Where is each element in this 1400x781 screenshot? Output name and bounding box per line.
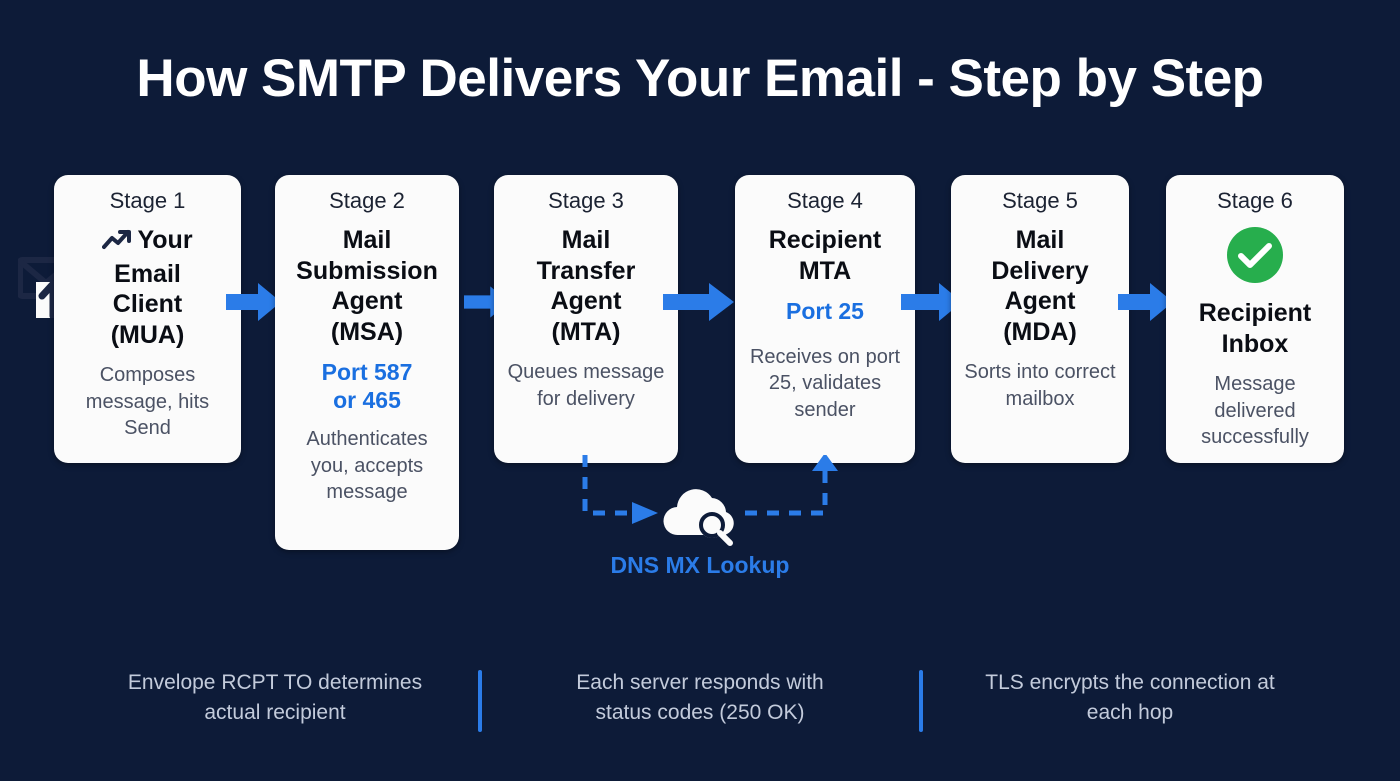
stage-label: Stage 2 (329, 188, 405, 213)
stage-label: Stage 5 (1002, 188, 1078, 213)
stage-card-5[interactable]: Stage 5 Mail Delivery Agent (MDA) Sorts … (951, 175, 1129, 463)
stage-description: Authenticates you, accepts message (306, 428, 428, 504)
stage-title-l1: Your (137, 226, 193, 255)
right-arrow-icon (1118, 282, 1174, 327)
trending-up-icon (102, 228, 132, 259)
stage-title-l4: (MUA) (110, 320, 185, 349)
stage-port-badge: Port 587 or 465 (321, 359, 413, 413)
right-arrow-icon (901, 282, 963, 327)
stage-description: Sorts into correct mailbox (964, 361, 1116, 410)
stage-title-l1: Recipient (1198, 299, 1312, 328)
footer-divider-2 (919, 670, 923, 732)
stage-description: Message delivered successfully (1201, 373, 1309, 448)
stage-title-l2: Delivery (991, 256, 1089, 285)
stage-title-l4: (MSA) (330, 317, 404, 346)
footer-note-2: Each server responds with status codes (… (576, 671, 824, 725)
stage-port-badge: Port 25 (786, 298, 864, 325)
stage-title: Mail Submission Agent (MSA) (296, 225, 438, 347)
cloud-search-icon (660, 485, 742, 552)
stage-title-l1: Mail (561, 226, 611, 255)
footer-note-3: TLS encrypts the connection at each hop (985, 671, 1275, 725)
dns-branch-label: DNS MX Lookup (610, 552, 790, 578)
stage-title-l3: Agent (331, 287, 403, 316)
footer-note-1: Envelope RCPT TO determines actual recip… (127, 671, 423, 725)
stage-label: Stage 1 (109, 188, 186, 213)
stage-label: Stage 6 (1217, 188, 1293, 213)
right-arrow-icon (226, 282, 282, 327)
stage-title-l2: Submission (296, 256, 438, 285)
stage-label: Stage 3 (548, 188, 624, 213)
stage-description: Queues message for delivery (507, 361, 665, 410)
stage-title: Recipient MTA (769, 225, 882, 286)
stage-title: Mail Transfer Agent (MTA) (537, 225, 636, 347)
stage-title-l1: Mail (1015, 226, 1065, 255)
stage-title-l2: Inbox (1221, 329, 1289, 358)
footer-notes: Envelope RCPT TO determines actual recip… (0, 668, 1400, 738)
dns-branch-path (582, 455, 838, 524)
stage-card-4[interactable]: Stage 4 Recipient MTA Port 25 Receives o… (735, 175, 915, 463)
stage-card-3[interactable]: Stage 3 Mail Transfer Agent (MTA) Queues… (494, 175, 678, 463)
stage-title-l3: Agent (1004, 287, 1076, 316)
stage-title: Recipient Inbox (1199, 298, 1312, 359)
page-title: How SMTP Delivers Your Email - Step by S… (136, 49, 1264, 108)
right-arrow-icon (663, 282, 735, 327)
stage-title-l3: Agent (550, 287, 622, 316)
stage-title-l4: (MTA) (551, 317, 621, 346)
stage-title-l3: Client (112, 290, 183, 319)
stage-title-l2: Email (114, 259, 181, 288)
stage-label: Stage 4 (787, 188, 863, 213)
stage-description: Composes message, hits Send (85, 364, 210, 439)
stage-title: Mail Delivery Agent (MDA) (991, 225, 1088, 347)
stage-title-l2: MTA (798, 256, 852, 285)
stage-card-1[interactable]: Stage 1 Your Email Client (MUA) Composes… (54, 175, 241, 463)
check-circle-icon (1227, 227, 1283, 288)
stage-card-2[interactable]: Stage 2 Mail Submission Agent (MSA) Port… (275, 175, 459, 550)
stage-title: Your Email Client (MUA) (102, 225, 193, 350)
stage-title-l4: (MDA) (1003, 317, 1077, 346)
stage-title-l1: Mail (342, 226, 392, 255)
footer-divider-1 (478, 670, 482, 732)
stage-description: Receives on port 25, validates sender (749, 345, 901, 421)
stage-title-l2: Transfer (536, 256, 636, 285)
stage-card-6[interactable]: Stage 6 Recipient Inbox Message delivere… (1166, 175, 1344, 463)
stage-title-l1: Recipient (768, 226, 882, 255)
